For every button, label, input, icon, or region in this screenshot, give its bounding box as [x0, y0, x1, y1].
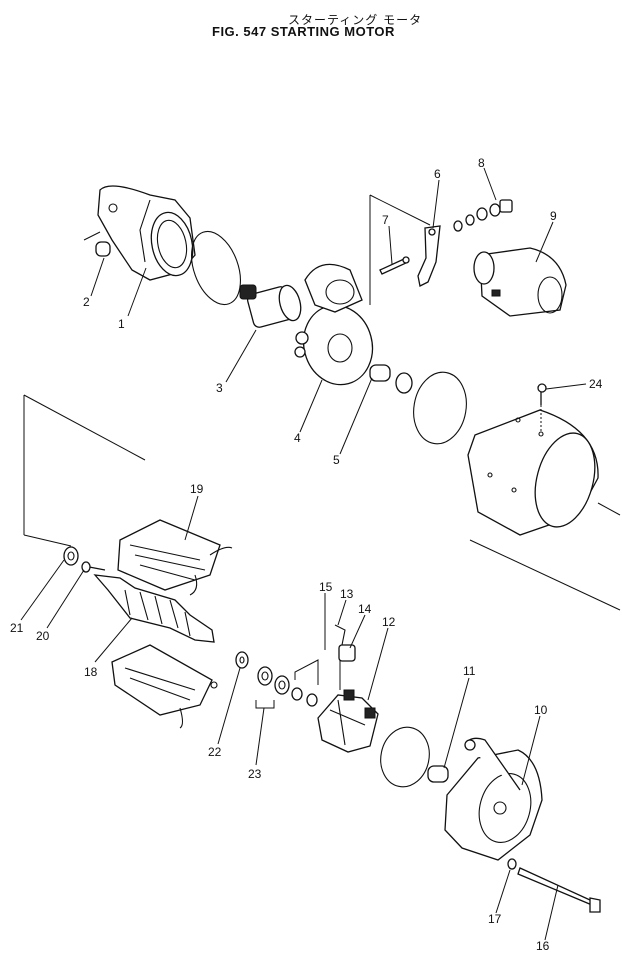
yoke-field-frame — [467, 409, 599, 536]
part-11-bush — [427, 765, 449, 783]
part-19-field-coil — [117, 519, 233, 596]
part-7-pin — [379, 256, 410, 275]
leader-lines — [20, 167, 587, 941]
callout-24: 24 — [589, 377, 603, 391]
part-1-drive-housing — [97, 185, 196, 281]
callout-21: 21 — [10, 621, 24, 635]
part-5-bearing — [369, 364, 413, 394]
part-15-circlip — [291, 659, 319, 707]
part-10-rear-cover — [444, 737, 543, 861]
part-4-lever-housing — [294, 263, 374, 386]
callout-16: 16 — [536, 939, 550, 953]
callout-3: 3 — [216, 381, 223, 395]
callout-22: 22 — [208, 745, 222, 759]
callout-12: 12 — [382, 615, 396, 629]
part-20-stop-ring — [81, 561, 106, 573]
callout-20: 20 — [36, 629, 50, 643]
part-17-washer — [507, 858, 517, 870]
part-24-screw — [537, 383, 547, 437]
rear-o-ring — [380, 726, 430, 788]
callout-labels: 1 2 3 4 5 6 7 8 9 10 11 12 13 14 15 16 1… — [10, 156, 603, 953]
part-16-through-bolt — [517, 867, 601, 913]
part-14-spring — [338, 644, 356, 662]
part-3-pinion-drive — [239, 284, 302, 328]
part-22-washer — [235, 651, 249, 669]
part-6-shift-lever — [417, 225, 441, 287]
callout-4: 4 — [294, 431, 301, 445]
callout-17: 17 — [488, 912, 502, 926]
callout-9: 9 — [550, 209, 557, 223]
callout-1: 1 — [118, 317, 125, 331]
callout-15: 15 — [319, 580, 333, 594]
callout-2: 2 — [83, 295, 90, 309]
guide-lines — [23, 194, 621, 690]
callout-14: 14 — [358, 602, 372, 616]
part-13-brush — [334, 624, 346, 646]
callout-8: 8 — [478, 156, 485, 170]
part-23-washers — [255, 666, 290, 709]
callout-10: 10 — [534, 703, 548, 717]
field-coil-lower — [111, 644, 218, 729]
part-9-solenoid — [473, 247, 567, 317]
part-21-washer — [63, 546, 79, 566]
figure-title: FIG. 547 STARTING MOTOR — [212, 24, 395, 39]
callout-19: 19 — [190, 482, 204, 496]
gasket-ring — [413, 371, 467, 445]
part-18-armature — [93, 574, 215, 643]
callout-18: 18 — [84, 665, 98, 679]
callout-6: 6 — [434, 167, 441, 181]
callout-13: 13 — [340, 587, 354, 601]
callout-11: 11 — [463, 664, 476, 678]
callout-7: 7 — [382, 213, 389, 227]
part-8-nuts — [453, 199, 513, 232]
callout-5: 5 — [333, 453, 340, 467]
part-2-bush — [83, 231, 111, 257]
part-12-brush-holder — [317, 689, 379, 753]
housing-gasket — [191, 230, 241, 306]
title-japanese: スターティング モータ — [288, 13, 423, 27]
callout-23: 23 — [248, 767, 262, 781]
